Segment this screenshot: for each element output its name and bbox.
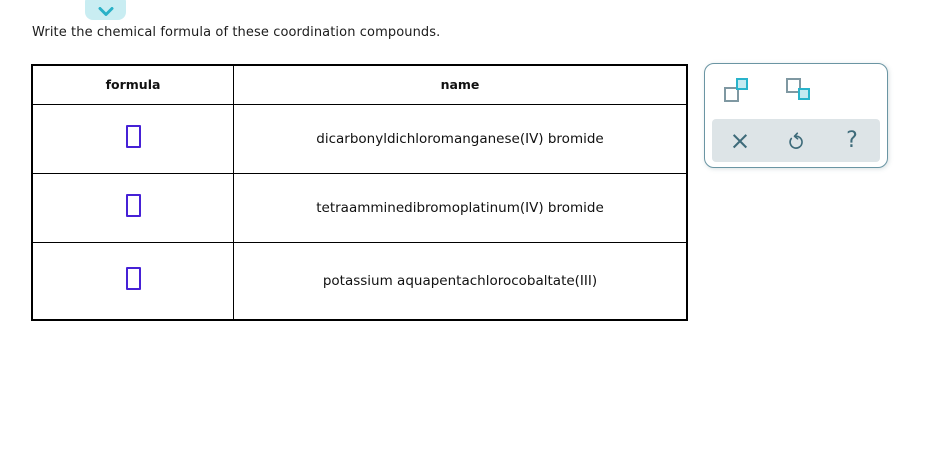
chevron-down-icon	[98, 7, 113, 16]
formula-cell-row1	[31, 103, 234, 174]
formula-input-row1[interactable]	[125, 125, 141, 148]
palette-action-bar: × ?	[712, 119, 880, 162]
formula-cell-row2	[31, 172, 234, 243]
column-header-name: name	[233, 64, 688, 105]
palette-icon-row	[721, 77, 819, 109]
subscript-button[interactable]	[783, 77, 819, 109]
clear-button[interactable]: ×	[719, 121, 761, 161]
answer-tool-palette: × ?	[704, 63, 888, 168]
formula-input-row2[interactable]	[125, 194, 141, 217]
undo-arrow-icon	[789, 131, 803, 149]
column-header-formula: formula	[31, 64, 234, 105]
table-header-row: formula name	[31, 64, 688, 105]
table-row: potassium aquapentachlorocobaltate(III)	[31, 241, 688, 321]
formula-cell-row3	[31, 241, 234, 321]
table-row: tetraamminedibromoplatinum(IV) bromide	[31, 172, 688, 243]
collapse-question-button[interactable]	[85, 0, 126, 20]
superscript-button[interactable]	[721, 77, 757, 109]
undo-button[interactable]	[775, 121, 817, 161]
help-button[interactable]: ?	[831, 121, 873, 161]
question-mark-icon: ?	[846, 127, 858, 153]
compound-name-row2: tetraamminedibromoplatinum(IV) bromide	[233, 172, 688, 243]
compound-name-row1: dicarbonyldichloromanganese(IV) bromide	[233, 103, 688, 174]
formula-input-row3[interactable]	[125, 267, 141, 291]
compound-name-row3: potassium aquapentachlorocobaltate(III)	[233, 241, 688, 321]
table-row: dicarbonyldichloromanganese(IV) bromide	[31, 103, 688, 174]
compounds-table: formula name dicarbonyldichloromanganese…	[31, 64, 688, 321]
close-x-icon: ×	[729, 126, 751, 155]
question-prompt: Write the chemical formula of these coor…	[32, 25, 441, 40]
